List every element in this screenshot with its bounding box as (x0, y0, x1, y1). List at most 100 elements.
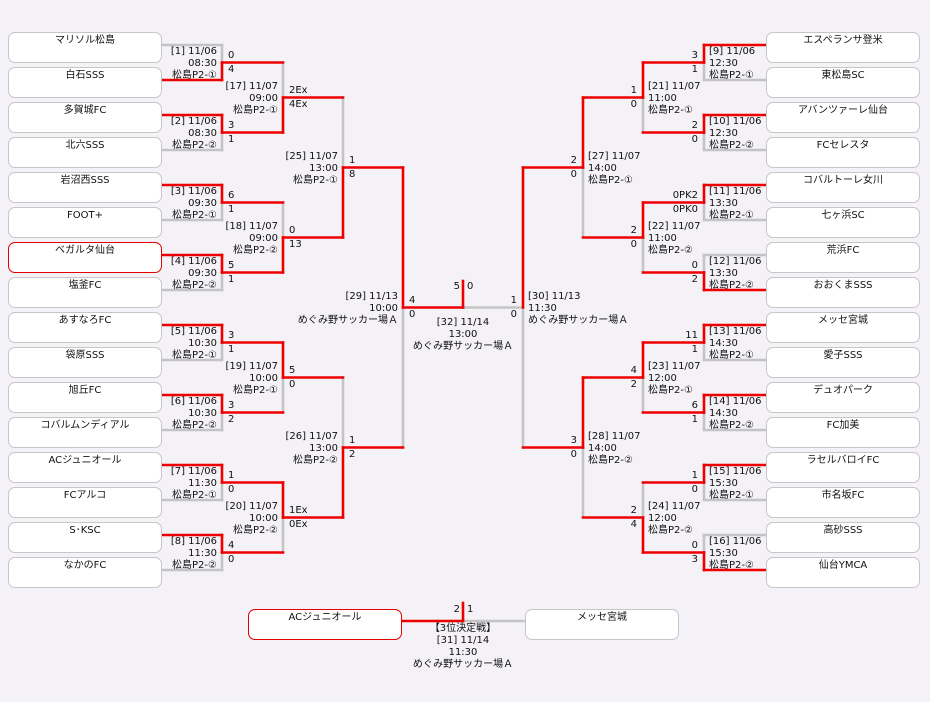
team-name: ACジュニオール (288, 612, 362, 623)
team-box[interactable]: おおくまSSS (766, 277, 920, 308)
match-score: 0 (691, 133, 698, 145)
match-score: 0 (691, 259, 698, 271)
team-box[interactable]: 北六SSS (8, 137, 162, 168)
match-time: 11:00 (648, 92, 677, 104)
team-box[interactable]: 旭丘FC (8, 382, 162, 413)
team-box[interactable]: マリソル松島 (8, 32, 162, 63)
team-box[interactable]: FCアルコ (8, 487, 162, 518)
match-number-date: [11] 11/06 (709, 185, 762, 197)
team-name: メッセ宮城 (818, 315, 868, 326)
match-time: 10:30 (188, 407, 217, 419)
match-time: 10:00 (249, 512, 278, 524)
team-name: 袋原SSS (65, 350, 105, 361)
match-time: 13:00 (309, 162, 338, 174)
team-box[interactable]: 愛子SSS (766, 347, 920, 378)
match-venue: 松島P2-① (648, 104, 693, 116)
match-score: 4 (409, 294, 416, 306)
match-venue: 松島P2-② (648, 524, 693, 536)
team-name: おおくまSSS (813, 280, 873, 291)
match-score: 2 (691, 273, 698, 285)
match-time: 10:30 (188, 337, 217, 349)
match-number-date: [9] 11/06 (709, 45, 756, 57)
team-name: FCセレスタ (816, 140, 870, 151)
match-score: 1 (228, 273, 235, 285)
match-number-date: [12] 11/06 (709, 255, 762, 267)
team-box[interactable]: S･KSC (8, 522, 162, 553)
team-box[interactable]: 多賀城FC (8, 102, 162, 133)
team-name: 岩沼西SSS (60, 175, 110, 186)
team-box[interactable]: 白石SSS (8, 67, 162, 98)
match-score: 0 (570, 448, 577, 460)
match-number-date: [27] 11/07 (588, 150, 641, 162)
team-box[interactable]: ベガルタ仙台 (8, 242, 162, 273)
team-box[interactable]: メッセ宮城 (525, 609, 679, 640)
team-name: ラセルバロイFC (806, 455, 880, 466)
team-name: 愛子SSS (823, 350, 863, 361)
match-time: 08:30 (188, 127, 217, 139)
match-number-date: [15] 11/06 (709, 465, 762, 477)
match-score: 0Ex (289, 518, 308, 530)
match-time: 15:30 (709, 547, 738, 559)
match-venue: めぐみ野サッカー場Ａ (297, 314, 398, 326)
match-number-date: [28] 11/07 (588, 430, 641, 442)
team-box[interactable]: 荒浜FC (766, 242, 920, 273)
match-time: 09:30 (188, 197, 217, 209)
team-box[interactable]: メッセ宮城 (766, 312, 920, 343)
team-name: 白石SSS (65, 70, 105, 81)
team-box[interactable]: ACジュニオール (248, 609, 402, 640)
match-number-date: [23] 11/07 (648, 360, 701, 372)
team-name: コバルムンディアル (40, 420, 130, 431)
match-time: 10:00 (249, 372, 278, 384)
team-box[interactable]: なかのFC (8, 557, 162, 588)
team-box[interactable]: コバルムンディアル (8, 417, 162, 448)
team-box[interactable]: FC加美 (766, 417, 920, 448)
match-number-date: [6] 11/06 (170, 395, 217, 407)
match-score: 1 (349, 434, 356, 446)
team-box[interactable]: 仙台YMCA (766, 557, 920, 588)
team-box[interactable]: 高砂SSS (766, 522, 920, 553)
match-venue: 松島P2-② (709, 559, 754, 571)
team-name: S･KSC (69, 525, 101, 536)
team-box[interactable]: ラセルバロイFC (766, 452, 920, 483)
match-score: 0 (409, 308, 416, 320)
match-score: 5 (228, 259, 235, 271)
match-number-date: [24] 11/07 (648, 500, 701, 512)
team-box[interactable]: 東松島SC (766, 67, 920, 98)
team-name: FOOT+ (67, 210, 103, 221)
team-box[interactable]: 七ヶ浜SC (766, 207, 920, 238)
team-box[interactable]: アバンツァーレ仙台 (766, 102, 920, 133)
team-box[interactable]: 岩沼西SSS (8, 172, 162, 203)
match-number-date: [7] 11/06 (170, 465, 217, 477)
team-box[interactable]: ACジュニオール (8, 452, 162, 483)
match-score: 4 (630, 364, 637, 376)
match-score: 0 (228, 553, 235, 565)
match-score: 2Ex (289, 84, 308, 96)
match-score: 1 (467, 604, 474, 615)
match-venue: めぐみ野サッカー場Ａ (412, 659, 514, 670)
team-box[interactable]: 市名坂FC (766, 487, 920, 518)
team-box[interactable]: コバルトーレ女川 (766, 172, 920, 203)
team-name: エスペランサ登米 (803, 35, 883, 46)
team-box[interactable]: デュオパーク (766, 382, 920, 413)
match-number-date: [32] 11/14 (436, 316, 490, 328)
match-time: 13:00 (309, 442, 338, 454)
team-box[interactable]: 塩釜FC (8, 277, 162, 308)
match-venue: 松島P2-② (172, 419, 217, 431)
team-box[interactable]: 袋原SSS (8, 347, 162, 378)
team-box[interactable]: FOOT+ (8, 207, 162, 238)
team-box[interactable]: FCセレスタ (766, 137, 920, 168)
team-name: ベガルタ仙台 (55, 245, 115, 256)
match-number-date: [8] 11/06 (170, 535, 217, 547)
match-number-date: [20] 11/07 (225, 500, 278, 512)
team-box[interactable]: エスペランサ登米 (766, 32, 920, 63)
team-box[interactable]: あすなろFC (8, 312, 162, 343)
match-number-date: [19] 11/07 (225, 360, 278, 372)
